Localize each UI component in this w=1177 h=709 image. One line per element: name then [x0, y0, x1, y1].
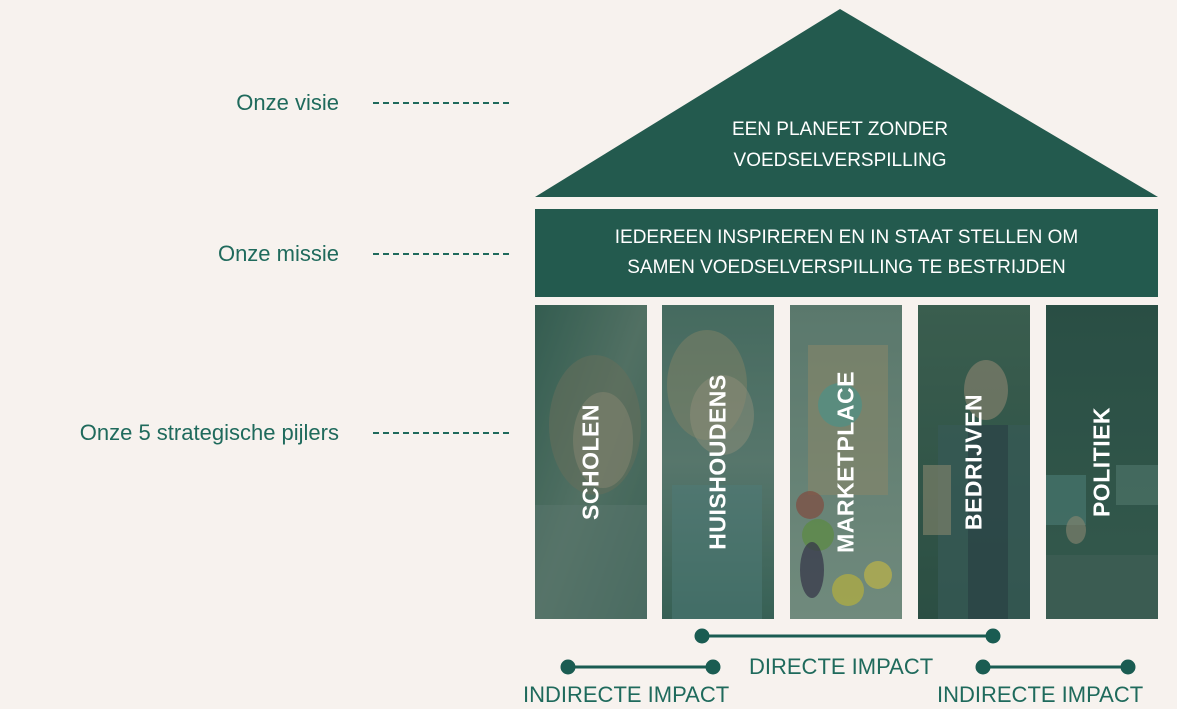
vision-label: Onze visie [236, 90, 339, 115]
mission-dashed-line [373, 253, 509, 255]
pillar-bedrijven: BEDRIJVEN [918, 305, 1030, 619]
pillar-scholen-photo [535, 305, 647, 619]
indirect-impact-left-label: INDIRECTE IMPACT [523, 682, 730, 707]
pillar-politiek: POLITIEK [1046, 305, 1158, 619]
vision-line-2: VOEDSELVERSPILLING [733, 150, 947, 171]
pillars-label: Onze 5 strategische pijlers [79, 420, 339, 445]
mission-label: Onze missie [217, 241, 339, 266]
direct-impact-label: DIRECTE IMPACT [749, 654, 934, 679]
pillar-huishoudens: HUISHOUDENS [662, 305, 774, 619]
pillar-marketplace: MARKETPLACE [790, 305, 902, 619]
mission-banner: IEDEREEN INSPIREREN EN IN STAAT STELLEN … [535, 209, 1158, 297]
indirect-impact-right-connector [975, 659, 1136, 675]
indirect-impact-left-connector [560, 659, 721, 675]
vision-line-1: EEN PLANEET ZONDER [731, 119, 949, 140]
direct-impact-connector [694, 628, 1001, 644]
pillar-politiek-photo [1046, 305, 1158, 619]
vision-text: EEN PLANEET ZONDER VOEDSELVERSPILLING [640, 114, 1040, 176]
pillar-bedrijven-photo [918, 305, 1030, 619]
pillars-dashed-line [373, 432, 509, 434]
pillar-marketplace-photo [790, 305, 902, 619]
pillar-huishoudens-photo [662, 305, 774, 619]
pillar-scholen: SCHOLEN [535, 305, 647, 619]
mission-line-2: SAMEN VOEDSELVERSPILLING TE BESTRIJDEN [627, 257, 1066, 278]
vision-dashed-line [373, 102, 509, 104]
indirect-impact-right-label: INDIRECTE IMPACT [937, 682, 1144, 707]
mission-line-1: IEDEREEN INSPIREREN EN IN STAAT STELLEN … [614, 227, 1079, 248]
